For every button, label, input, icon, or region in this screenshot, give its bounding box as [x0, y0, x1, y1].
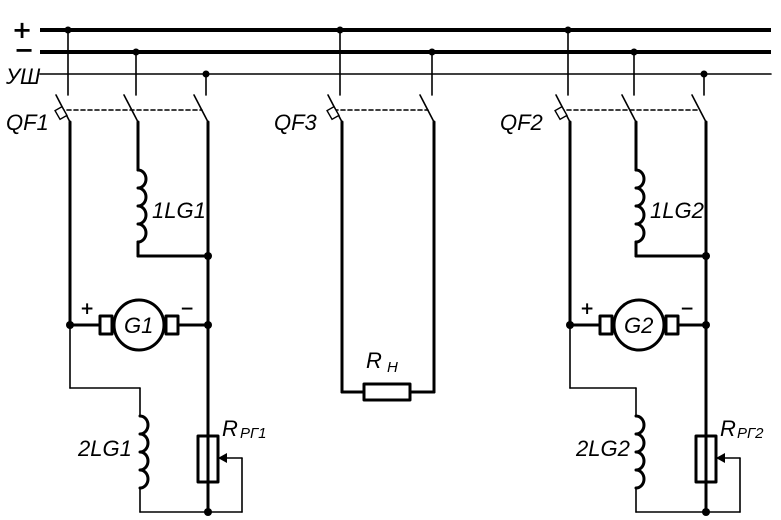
field-rheostat-rpg2-subscript: РГ2	[737, 425, 764, 442]
breaker-qf2	[554, 94, 707, 123]
breaker-qf1-label: QF1	[6, 110, 49, 135]
shunt-winding-2lg2	[634, 414, 646, 490]
breaker-qf3	[326, 94, 435, 123]
generator-g1-brush-right	[164, 314, 180, 336]
series-winding-1lg1-label: 1LG1	[152, 198, 206, 223]
generator-g2-label: G2	[624, 313, 653, 338]
generator-g1-label: G1	[124, 313, 153, 338]
generator-g2-brush-left	[598, 314, 614, 336]
load-resistor-label: R	[366, 348, 382, 373]
generator-g2	[612, 298, 666, 352]
generator-group-2: QF2 1LG2 G2 + − 2LG2 R РГ2	[500, 26, 764, 516]
generator-g2-plus: +	[580, 299, 594, 319]
generator-g2-brush-right	[664, 314, 680, 336]
generator-g1-minus: −	[180, 299, 194, 319]
field-rheostat-rpg2-label: R	[720, 416, 736, 441]
field-rheostat-rpg2	[694, 434, 718, 484]
series-winding-1lg2	[634, 168, 646, 244]
generator-g1-plus: +	[80, 299, 94, 319]
shunt-winding-2lg1	[138, 414, 150, 490]
load-resistor-subscript: Н	[387, 359, 398, 376]
equalizer-bus-label: УШ	[5, 64, 41, 89]
load-branch: QF3 R Н	[274, 26, 436, 402]
plus-bus-label: +	[12, 16, 32, 44]
field-rheostat-rpg1-label: R	[222, 416, 238, 441]
shunt-winding-2lg1-label: 2LG1	[77, 436, 132, 461]
generator-group-1: QF1 1LG1 G1 + − 2LG1	[6, 26, 267, 516]
minus-bus-label: −	[14, 36, 34, 64]
field-rheostat-rpg1	[196, 434, 220, 484]
generator-g2-minus: −	[680, 299, 694, 319]
busbars: + − УШ	[5, 16, 772, 89]
generator-g1	[112, 298, 166, 352]
series-winding-1lg2-label: 1LG2	[650, 198, 704, 223]
generator-g1-brush-left	[98, 314, 114, 336]
breaker-qf1	[54, 94, 209, 123]
load-resistor-rh	[362, 382, 412, 402]
field-rheostat-rpg1-subscript: РГ1	[240, 425, 267, 442]
breaker-qf2-label: QF2	[500, 110, 543, 135]
series-winding-1lg1	[136, 168, 148, 244]
breaker-qf3-label: QF3	[274, 110, 318, 135]
shunt-winding-2lg2-label: 2LG2	[575, 436, 630, 461]
